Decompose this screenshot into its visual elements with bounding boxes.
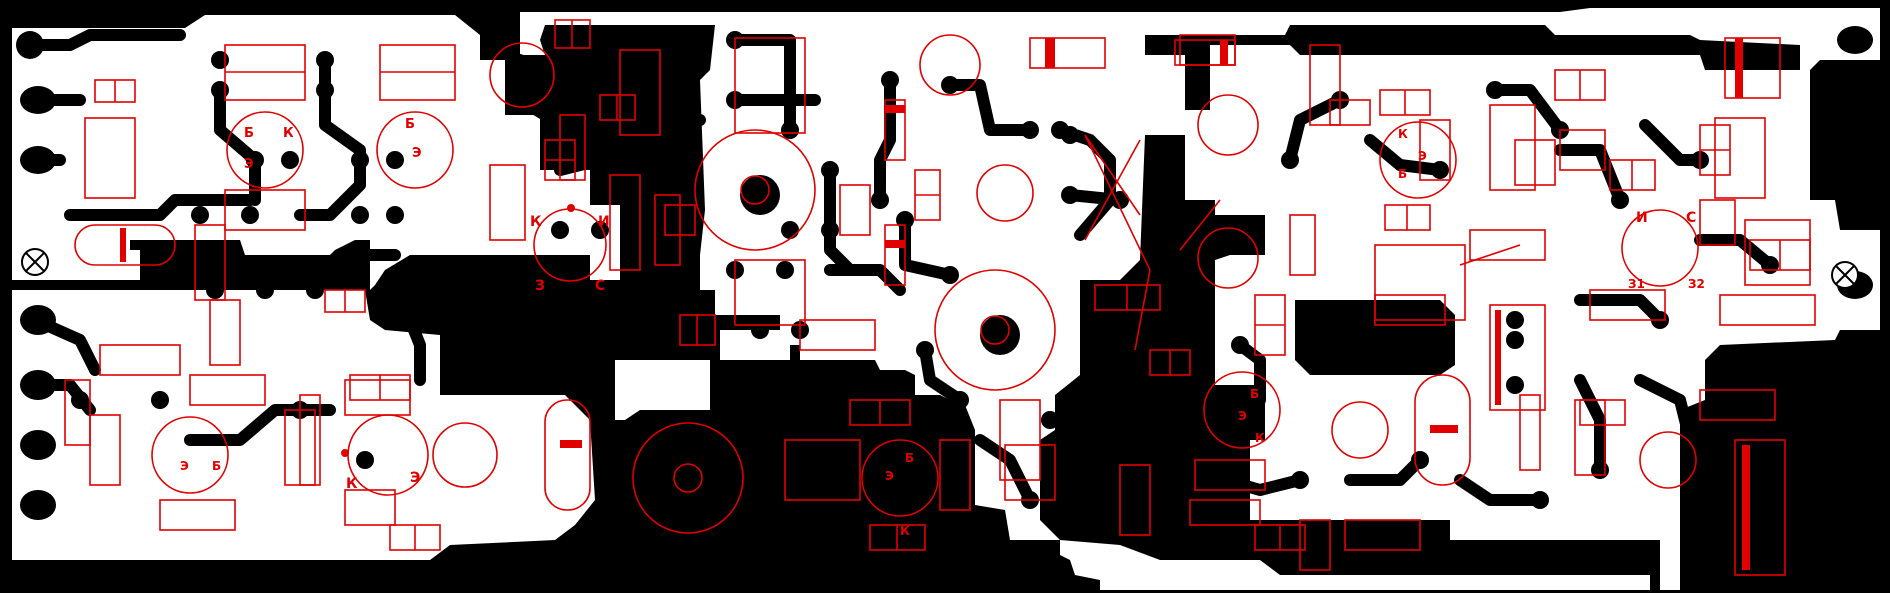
fet-right-gate1-label: З1 [1628, 277, 1645, 291]
q4-emitter-label: Э [410, 470, 420, 486]
q2-emitter-label: Э [412, 146, 422, 161]
q6-collector-label: К [1255, 431, 1265, 445]
fet-left-drain-label: К [530, 214, 542, 230]
fet-right-gate2-label: З2 [1688, 277, 1705, 291]
q4-collector-label: К [346, 476, 358, 492]
q3-emitter-label: Э [180, 459, 189, 473]
fet-left-gate-label: З [535, 278, 545, 294]
q1-emitter-label: Э [244, 157, 254, 172]
q5-emitter-label: Э [885, 469, 894, 483]
q7-base-label: Б [1398, 167, 1407, 181]
q3-base-label: Б [212, 459, 221, 473]
q1-collector-label: К [283, 126, 294, 141]
q7-collector-label: К [1398, 127, 1408, 141]
q2-base-label: Б [405, 117, 415, 132]
pin-labels: Б К Э Б Э К И З С Э Б К Э Б Э К Б Э К К … [180, 117, 1705, 538]
copper-traces [16, 26, 1873, 569]
q5-collector-label: К [900, 524, 910, 538]
q5-base-label: Б [905, 451, 914, 465]
fet-left-sub-label: С [595, 278, 605, 294]
silkscreen [64, 19, 1816, 576]
q6-emitter-label: Э [1238, 409, 1247, 423]
q1-base-label: Б [244, 126, 254, 141]
silkscreen-fills [120, 38, 1750, 570]
crossed-circle-icon [21, 248, 49, 276]
fet-right-source-label: И [1636, 210, 1648, 226]
crossed-circle-icon [1831, 261, 1859, 289]
mounting-holes [21, 248, 1859, 289]
fet-left-source-label: И [598, 214, 610, 230]
q6-base-label: Б [1250, 387, 1259, 401]
q7-emitter-label: Э [1418, 149, 1427, 163]
fet-right-drain-label: С [1686, 210, 1696, 226]
